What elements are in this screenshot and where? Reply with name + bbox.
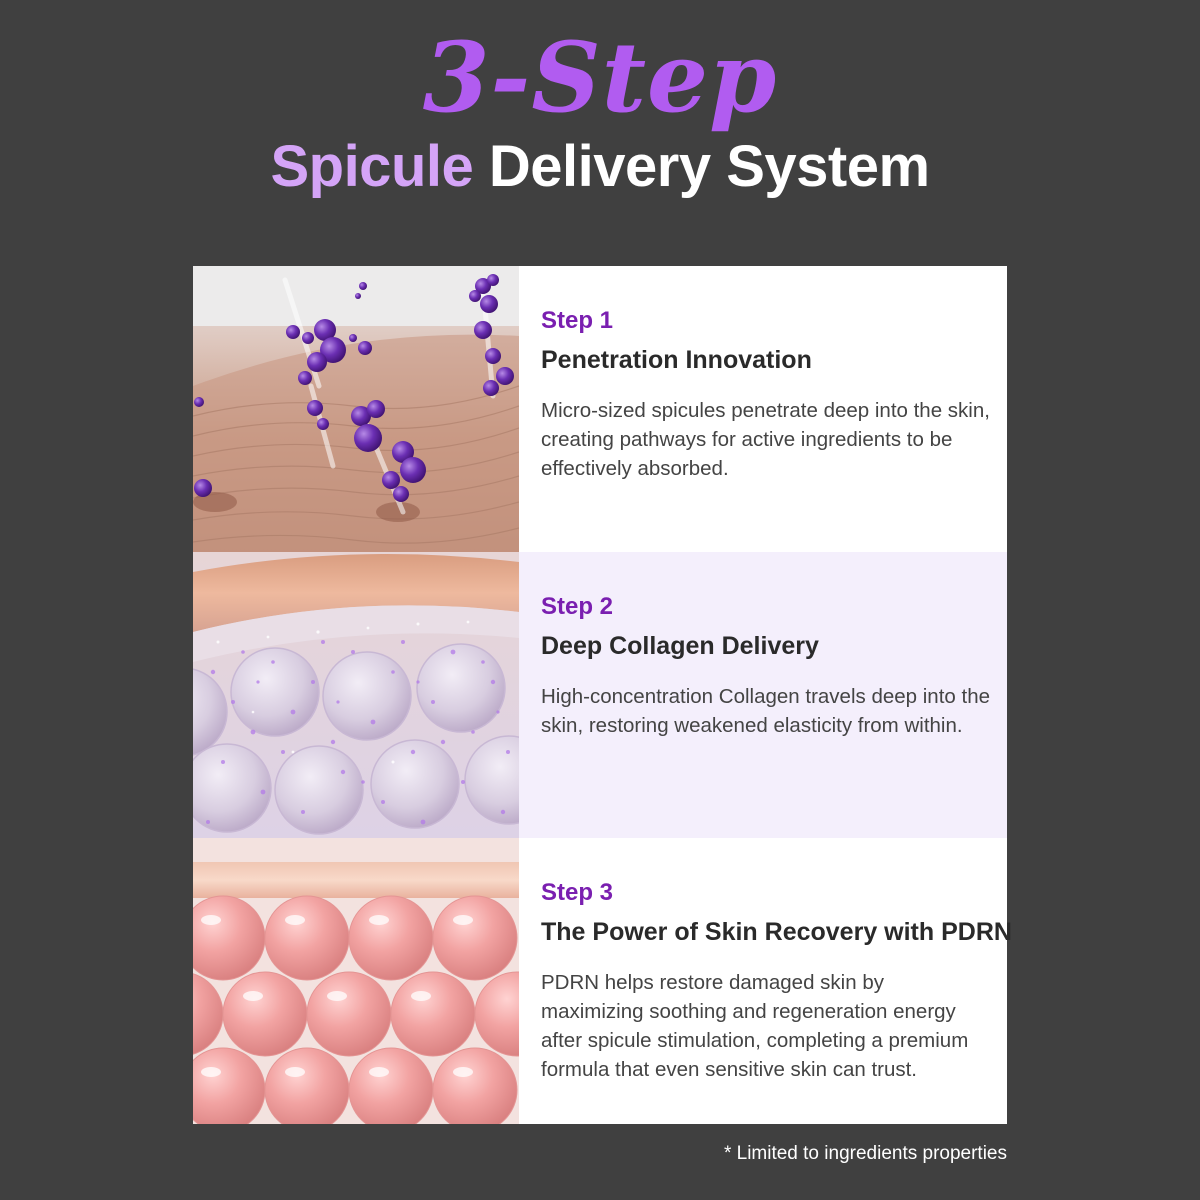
step-2-illustration (193, 552, 519, 838)
step-3-heading: The Power of Skin Recovery with PDRN (541, 918, 1012, 946)
step-2-body: High-concentration Collagen travels deep… (541, 685, 990, 737)
step-2-number: Step 2 (541, 593, 614, 620)
disclaimer-footnote: * Limited to ingredients properties (723, 1143, 1007, 1164)
step-3-body: PDRN helps restore damaged skin by maxim… (541, 971, 969, 1081)
step-1-body: Micro-sized spicules penetrate deep into… (541, 399, 990, 480)
step-1-heading: Penetration Innovation (541, 346, 812, 374)
spicule-penetration-image (193, 266, 519, 552)
subtitle-rest: Delivery System (488, 134, 930, 199)
collagen-delivery-image (193, 552, 519, 838)
step-2-text: Step 2 Deep Collagen Delivery High-conce… (541, 592, 991, 740)
step-3-illustration (193, 838, 519, 1124)
step-1-row: Step 1 Penetration Innovation Micro-size… (193, 266, 1007, 552)
step-1-number: Step 1 (541, 307, 614, 334)
step-1-illustration (193, 266, 519, 552)
step-3-number: Step 3 (541, 879, 614, 906)
step-1-text: Step 1 Penetration Innovation Micro-size… (541, 306, 991, 483)
step-2-row: Step 2 Deep Collagen Delivery High-conce… (193, 552, 1007, 838)
page-title: 3-Step (422, 21, 778, 134)
step-2-heading: Deep Collagen Delivery (541, 632, 819, 660)
step-3-text: Step 3 The Power of Skin Recovery with P… (541, 878, 1012, 1084)
steps-card: Step 1 Penetration Innovation Micro-size… (193, 266, 1012, 1124)
step-3-row: Step 3 The Power of Skin Recovery with P… (193, 838, 1012, 1124)
pdrn-recovery-image (193, 838, 519, 1124)
page-subtitle: Spicule Delivery System (0, 132, 1200, 202)
subtitle-accent: Spicule (270, 134, 474, 199)
